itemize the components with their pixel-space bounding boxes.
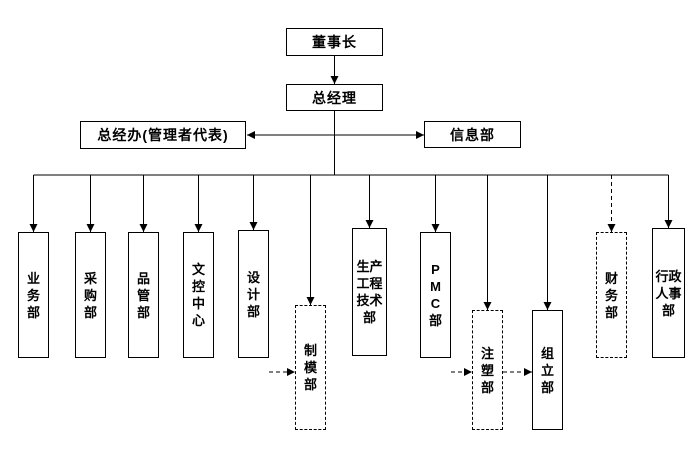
node-gm-office-label: 总经办(管理者代表) bbox=[97, 127, 229, 143]
node-pmc-dept-label: PMC部 bbox=[428, 262, 442, 328]
node-finance-dept: 财务部 bbox=[596, 232, 627, 358]
node-information-dept: 信息部 bbox=[424, 121, 521, 148]
node-purchasing-dept-label: 采购部 bbox=[83, 270, 97, 320]
node-general-manager: 总经理 bbox=[286, 84, 383, 111]
node-quality-dept-label: 品管部 bbox=[136, 270, 150, 320]
node-chairman-label: 董事长 bbox=[312, 34, 357, 50]
node-admin-hr-dept: 行政人事部 bbox=[652, 228, 685, 358]
node-assembly-dept: 组立部 bbox=[532, 310, 563, 430]
node-gm-office: 总经办(管理者代表) bbox=[80, 121, 246, 149]
node-purchasing-dept: 采购部 bbox=[75, 232, 106, 358]
node-mold-dept: 制模部 bbox=[295, 305, 326, 430]
node-quality-dept: 品管部 bbox=[128, 232, 159, 358]
node-business-dept-label: 业务部 bbox=[26, 270, 40, 320]
node-general-manager-label: 总经理 bbox=[312, 89, 357, 106]
node-assembly-dept-label: 组立部 bbox=[540, 345, 554, 395]
node-pmc-dept: PMC部 bbox=[420, 232, 451, 358]
node-admin-hr-dept-label: 行政人事部 bbox=[655, 268, 682, 318]
node-production-eng-dept-label: 生产工程技术部 bbox=[356, 259, 383, 325]
node-injection-dept-label: 注塑部 bbox=[480, 345, 494, 395]
node-mold-dept-label: 制模部 bbox=[303, 343, 317, 392]
node-business-dept: 业务部 bbox=[18, 232, 49, 358]
node-doc-control-center-label: 文控中心 bbox=[191, 262, 205, 328]
node-design-dept: 设计部 bbox=[238, 230, 269, 358]
node-design-dept-label: 设计部 bbox=[246, 269, 260, 319]
node-finance-dept-label: 财务部 bbox=[604, 270, 618, 320]
node-injection-dept: 注塑部 bbox=[472, 310, 503, 430]
node-doc-control-center: 文控中心 bbox=[183, 232, 214, 358]
node-chairman: 董事长 bbox=[286, 28, 383, 56]
node-information-dept-label: 信息部 bbox=[450, 126, 495, 143]
node-production-eng-dept: 生产工程技术部 bbox=[352, 228, 387, 356]
